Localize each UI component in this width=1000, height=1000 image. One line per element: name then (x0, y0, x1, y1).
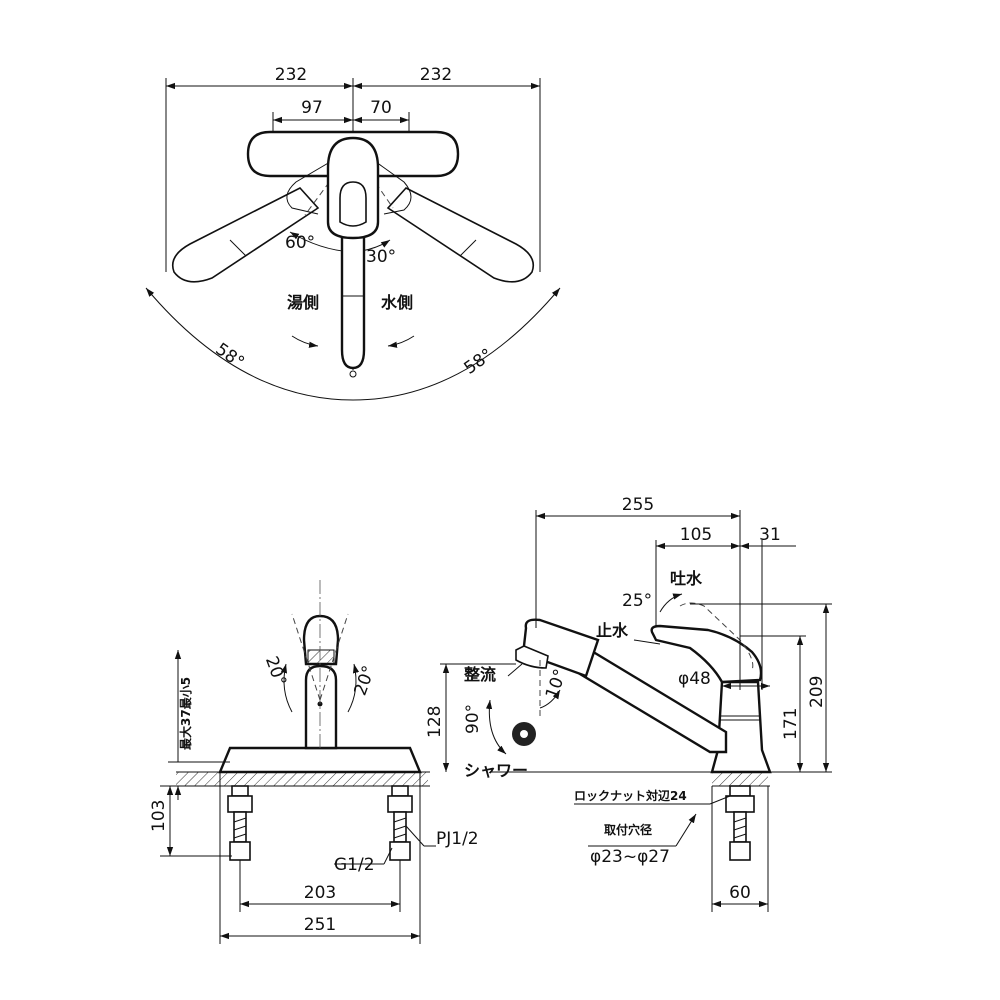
dim-aerator-height: 128 (425, 706, 445, 738)
spout-swung-left (171, 187, 320, 283)
dim-side-base-width: 60 (729, 883, 751, 903)
dim-spout-reach: 255 (622, 495, 654, 515)
dim-right-inner: 70 (370, 98, 392, 118)
side-view: 255 105 31 209 171 128 25° 吐水 止水 φ48 10° (425, 495, 832, 912)
inlet-pipe-right (387, 785, 413, 861)
dim-spout-height: 171 (781, 708, 801, 740)
dim-body-offset: 31 (759, 525, 781, 545)
label-water-stop: 止水 (596, 621, 629, 640)
label-water-out: 吐水 (670, 569, 703, 588)
dim-left-overall: 232 (275, 65, 307, 85)
label-cold-side: 水側 (381, 293, 413, 312)
front-view: 20° 20° 最大37最小5 103 PJ1/2 G (149, 580, 479, 944)
spout-swung-right (386, 187, 535, 283)
dim-front-base-width: 251 (304, 915, 336, 935)
dim-overall-height: 209 (807, 676, 827, 708)
front-base (218, 746, 422, 774)
angle-spout-left: 58° (212, 339, 248, 373)
dim-inlet-pitch: 203 (304, 883, 336, 903)
top-view: 232 232 97 70 60° 30° (145, 65, 561, 401)
label-inlet-thread: G1/2 (334, 855, 375, 875)
angle-lever-left: 60° (285, 233, 315, 253)
label-hot-side: 湯側 (287, 293, 319, 312)
dim-right-overall: 232 (420, 65, 452, 85)
front-body (304, 664, 338, 750)
dim-leg-length: 103 (149, 800, 169, 832)
angle-lever-open: 25° (622, 591, 652, 611)
side-spout-arm (578, 648, 728, 754)
dim-counter-thickness: 最大37最小5 (178, 677, 193, 750)
inlet-pipe-left (227, 785, 253, 861)
angle-head-tilt: 10° (542, 667, 571, 702)
angle-spout-right: 58° (461, 345, 497, 379)
label-mount-hole-title: 取付穴径 (604, 822, 652, 837)
label-pipe-thread: PJ1/2 (436, 829, 479, 849)
dim-body-diameter: φ48 (678, 669, 711, 689)
side-inlet-pipe (725, 785, 755, 861)
dim-lever-offset: 105 (680, 525, 712, 545)
label-aerator: 整流 (463, 665, 496, 684)
label-locknut: ロックナット対辺24 (574, 788, 687, 803)
label-mount-hole-range: φ23~φ27 (590, 847, 670, 867)
angle-front-left: 20° (261, 654, 290, 689)
angle-head-rotate: 90° (463, 704, 483, 734)
side-lever (650, 624, 763, 684)
angle-lever-right: 30° (366, 247, 396, 267)
label-shower: シャワー (464, 761, 528, 780)
side-body (710, 680, 772, 774)
dim-left-inner: 97 (301, 98, 323, 118)
